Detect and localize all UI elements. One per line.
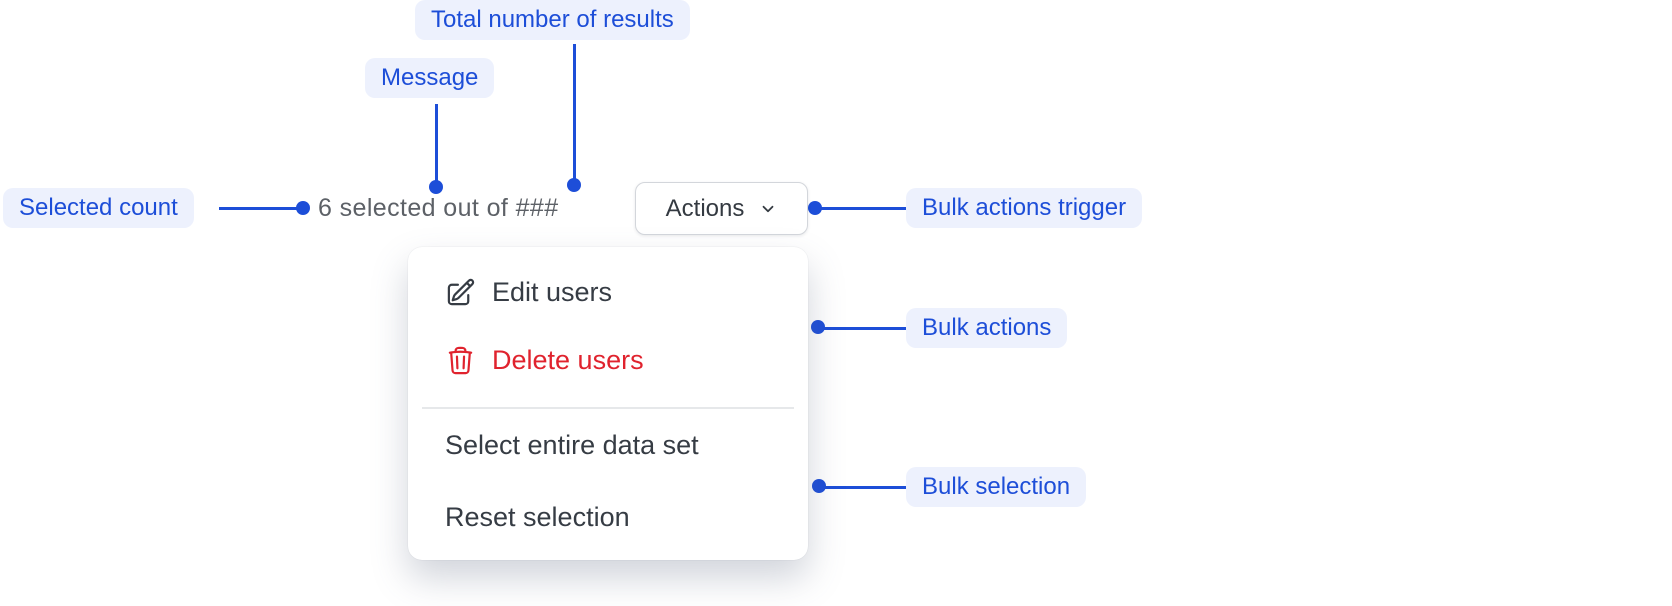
chevron-down-icon [759, 200, 777, 218]
connector-message [435, 104, 438, 188]
selection-message: 6 selected out of ### [318, 194, 559, 222]
callout-bulk-actions-trigger: Bulk actions trigger [906, 188, 1143, 228]
callout-message: Message [365, 58, 495, 98]
callout-bulk-actions: Bulk actions [906, 308, 1068, 348]
connector-dot-total-results [567, 178, 581, 192]
callout-bulk-selection: Bulk selection [906, 467, 1087, 507]
callout-total-results: Total number of results [415, 0, 690, 40]
connector-total-results [573, 44, 576, 186]
menu-item-label: Reset selection [445, 501, 630, 532]
menu-item-label: Edit users [492, 276, 613, 307]
menu-item-select-entire-data-set[interactable]: Select entire data set [408, 417, 808, 473]
pencil-square-icon [445, 277, 476, 308]
actions-button-label: Actions [665, 194, 745, 222]
connector-bulk-actions [818, 327, 906, 330]
menu-item-reset-selection[interactable]: Reset selection [408, 489, 808, 545]
bulk-actions-trigger-button[interactable]: Actions [635, 182, 808, 235]
connector-bulk-actions-trigger [815, 207, 906, 210]
menu-item-label: Delete users [492, 344, 644, 375]
connector-dot-bulk-actions-trigger [808, 201, 822, 215]
menu-item-edit-users[interactable]: Edit users [408, 264, 808, 320]
menu-item-delete-users[interactable]: Delete users [408, 332, 808, 388]
connector-dot-message [429, 180, 443, 194]
connector-selected-count [219, 207, 303, 210]
menu-divider [422, 407, 794, 409]
connector-dot-selected-count [296, 201, 310, 215]
connector-bulk-selection [819, 486, 906, 489]
connector-dot-bulk-actions [811, 320, 825, 334]
trash-icon [445, 345, 476, 376]
bulk-actions-menu: Edit users Delete users Select entire da… [408, 247, 808, 560]
callout-selected-count: Selected count [3, 188, 194, 228]
connector-dot-bulk-selection [812, 479, 826, 493]
menu-item-label: Select entire data set [445, 429, 699, 460]
